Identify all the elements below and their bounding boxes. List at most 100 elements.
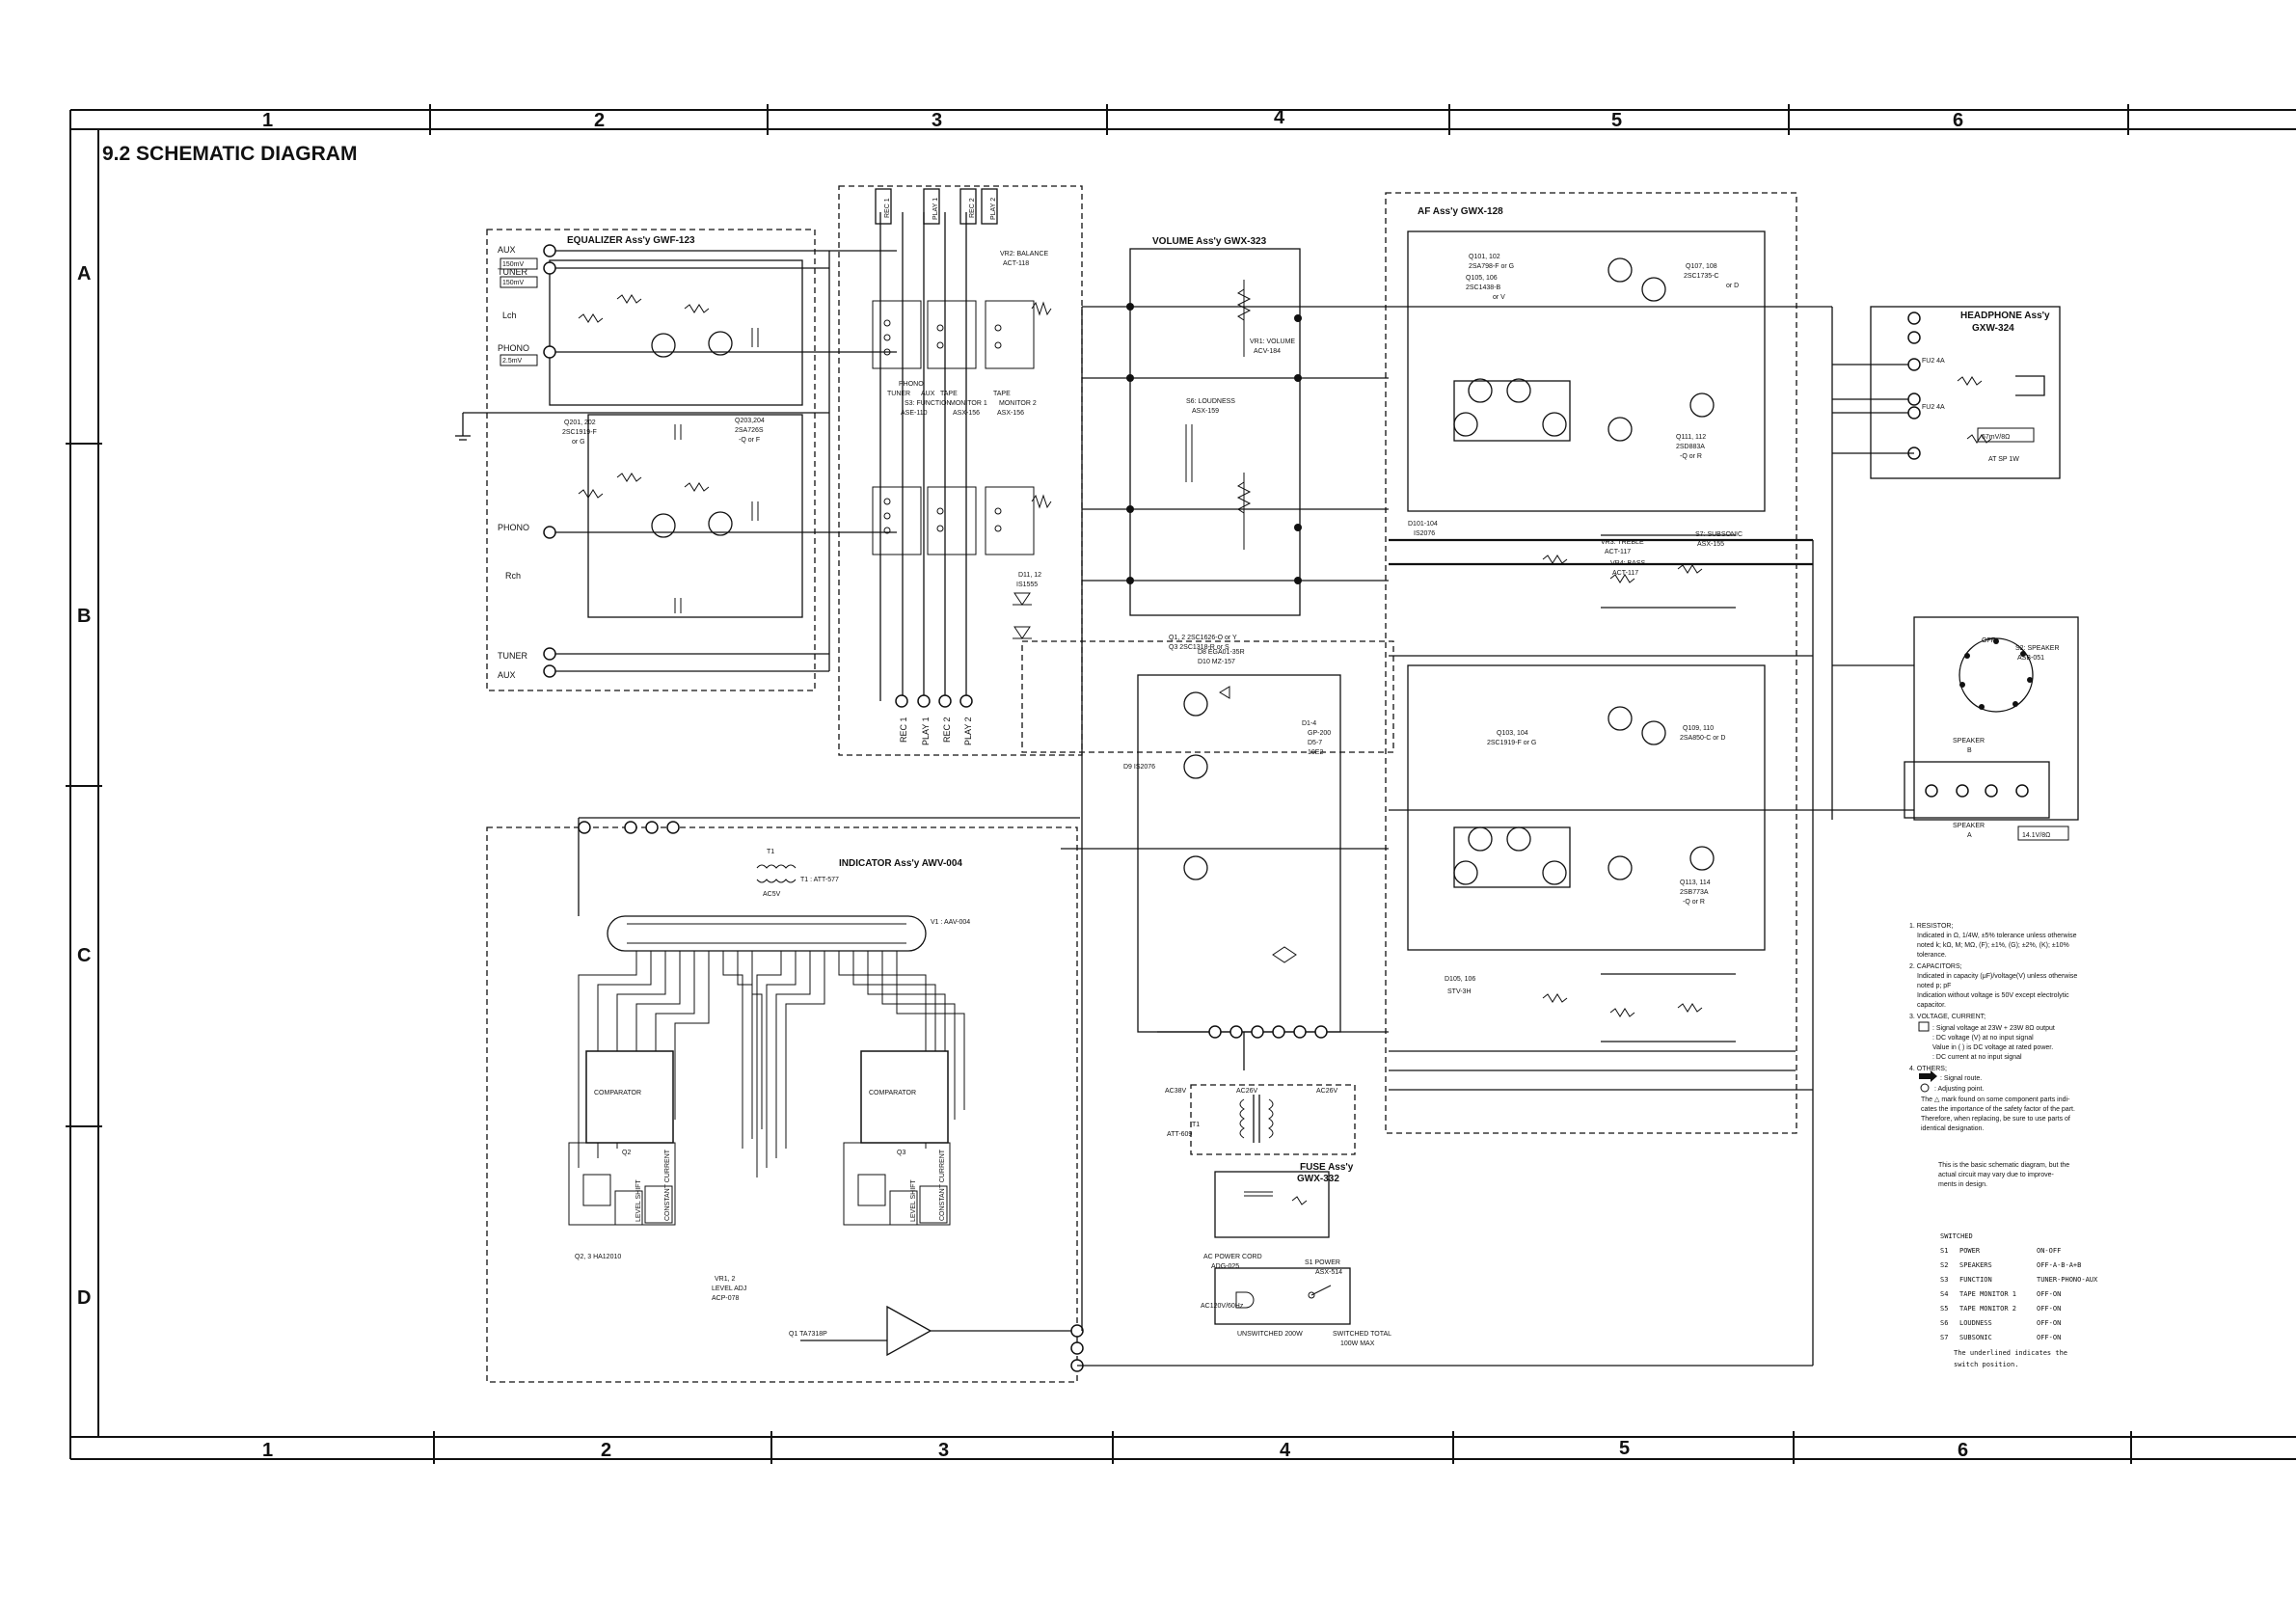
output-section xyxy=(1832,306,2079,821)
q201-label: Q201, 202 xyxy=(564,420,596,426)
note-3-c: Value in ( ) is DC voltage at rated powe… xyxy=(1932,1044,2053,1051)
col-label-top-1: 1 xyxy=(262,110,273,131)
col-label-bottom-4: 4 xyxy=(1280,1440,1291,1461)
level-adj-vr: VR1, 2 xyxy=(715,1276,736,1283)
input-rch: Rch xyxy=(505,571,521,581)
d8-label: D8 EGA01-35R xyxy=(1198,649,1245,656)
q113-type: 2SB773A xyxy=(1680,889,1709,896)
basic-note-c: ments in design. xyxy=(1938,1181,1987,1188)
switch-row-id: S2 xyxy=(1940,1261,1948,1269)
tape-play2-bottom: PLAY 2 xyxy=(963,717,973,745)
level-shift-left: LEVEL SHIFT xyxy=(635,1179,642,1222)
d11-label: D11, 12 xyxy=(1018,572,1041,579)
q105-label: Q105, 106 xyxy=(1466,275,1498,282)
indicator-title: INDICATOR Ass'y AWV-004 xyxy=(839,858,962,869)
loudness-label: S6: LOUDNESS xyxy=(1186,398,1235,405)
switched-label: SWITCHED TOTAL xyxy=(1333,1331,1391,1338)
switch-row-id: S4 xyxy=(1940,1290,1948,1298)
note-4-a: : Signal route. xyxy=(1940,1075,1982,1082)
switch-table-footer-a: The underlined indicates the xyxy=(1954,1349,2067,1357)
s5-part: ASX-156 xyxy=(997,410,1024,417)
s4-monitor-label: MONITOR 1 xyxy=(950,400,987,407)
s5-tape: TAPE xyxy=(993,391,1011,397)
switch-row-pos: OFF-ON xyxy=(2037,1334,2061,1341)
switch-row-name: FUNCTION xyxy=(1959,1276,1992,1284)
input-tuner-bottom: TUNER xyxy=(498,651,527,661)
row-label-b: B xyxy=(77,606,91,627)
note-4-f: identical designation. xyxy=(1921,1125,1984,1132)
unswitched-label: UNSWITCHED 200W xyxy=(1237,1331,1303,1338)
note-4-d: cates the importance of the safety facto… xyxy=(1921,1106,2075,1113)
basic-note-b: actual circuit may vary due to improve- xyxy=(1938,1172,2054,1178)
d11-type: IS1555 xyxy=(1016,582,1038,588)
speaker-switch-label: S2: SPEAKER xyxy=(2015,645,2060,652)
headphone-title: HEADPHONE Ass'y xyxy=(1960,311,2050,321)
volume-title: VOLUME Ass'y GWX-323 xyxy=(1152,236,1267,247)
fuse-title: FUSE Ass'y xyxy=(1300,1162,1354,1173)
bass-label: VR4: BASS xyxy=(1610,560,1646,567)
switch-row-name: LOUDNESS xyxy=(1959,1319,1992,1327)
signal-route-arrow-icon xyxy=(1919,1070,1937,1082)
note-1-title: 1. RESISTOR; xyxy=(1909,923,1953,930)
col-label-bottom-6: 6 xyxy=(1958,1440,1968,1461)
ac-cord-part: ADG-025 xyxy=(1211,1263,1239,1270)
col-label-top-5: 5 xyxy=(1611,110,1622,131)
note-1-c: tolerance. xyxy=(1917,952,1947,959)
s5-monitor-label: MONITOR 2 xyxy=(999,400,1037,407)
indicator-q3: Q3 xyxy=(897,1150,905,1156)
af-title: AF Ass'y GWX-128 xyxy=(1418,206,1503,217)
q201-type: 2SC1919-F xyxy=(562,429,597,436)
s4-part: ASX-156 xyxy=(953,410,980,417)
q109-label: Q109, 110 xyxy=(1683,725,1714,732)
switch-table: SWITCHED S1 POWER ON-OFF S2 SPEAKERS OFF… xyxy=(1940,1232,2098,1368)
switch-row-pos: OFF-ON xyxy=(2037,1290,2061,1298)
signal-voltage-symbol xyxy=(1918,1021,1930,1032)
d101-label: D101-104 xyxy=(1408,521,1438,528)
indicator-t1-part: T1 : ATT-577 xyxy=(800,877,839,883)
ac38v-label: AC38V xyxy=(1165,1088,1187,1095)
q3-label: Q3 2SC1318-R or S xyxy=(1169,644,1229,651)
col-label-bottom-3: 3 xyxy=(938,1440,949,1461)
s3-aux: AUX xyxy=(921,391,935,397)
note-4-c: The △ mark found on some component parts… xyxy=(1921,1096,2070,1103)
tape-jack-labels-top: REC 1 PLAY 1 REC 2 PLAY 2 xyxy=(884,198,997,220)
q111-label: Q111, 112 xyxy=(1676,434,1706,441)
q203-alt: -Q or F xyxy=(739,437,760,444)
s3-tuner: TUNER xyxy=(887,391,910,397)
interconnect-wiring xyxy=(828,251,1833,1367)
switch-row-pos: OFF-A-B-A+B xyxy=(2037,1261,2081,1269)
q203-type: 2SA726S xyxy=(735,427,764,434)
note-3-title: 3. VOLTAGE, CURRENT; xyxy=(1909,1014,1985,1020)
equalizer-title: EQUALIZER Ass'y GWF-123 xyxy=(567,235,695,246)
note-3-a: : Signal voltage at 23W + 23W 8Ω output xyxy=(1932,1025,2055,1032)
headphone-at-sp: AT SP 1W xyxy=(1988,456,2019,463)
equalizer-assembly xyxy=(455,229,829,691)
af-assembly xyxy=(1385,192,1832,1134)
input-lch: Lch xyxy=(502,311,517,320)
balance-part: ACT-118 xyxy=(1003,260,1029,267)
switched-max-label: 100W MAX xyxy=(1340,1340,1375,1347)
q203-label: Q203,204 xyxy=(735,418,765,424)
headphone-part: GXW-324 xyxy=(1972,323,2014,334)
col-label-bottom-1: 1 xyxy=(262,1440,273,1461)
d9-label: D9 IS2076 xyxy=(1123,764,1155,771)
q101-type: 2SA798-F or G xyxy=(1469,263,1514,270)
tape-rec2-bottom: REC 2 xyxy=(942,717,952,743)
note-1-b: noted k; kΩ, M; MΩ, (F); ±1%, (G); ±2%, … xyxy=(1917,942,2069,949)
switch-row-name: TAPE MONITOR 2 xyxy=(1959,1305,2016,1313)
col-label-top-6: 6 xyxy=(1953,110,1963,131)
input-aux-bottom: AUX xyxy=(498,670,516,680)
speaker-b-letter: B xyxy=(1967,747,1972,754)
switch-row-id: S7 xyxy=(1940,1334,1948,1341)
treble-part: ACT-117 xyxy=(1605,549,1631,555)
s3-function-label: S3: FUNCTION xyxy=(905,400,952,407)
note-2-d: capacitor. xyxy=(1917,1002,1946,1009)
note-2-b: noted p; pF xyxy=(1917,983,1951,989)
power-supply-section xyxy=(1021,640,1394,1325)
input-tuner-top-level: 150mV xyxy=(502,280,525,286)
subsonic-part: ASX-155 xyxy=(1697,541,1724,548)
q109-type: 2SA850-C or D xyxy=(1680,735,1725,742)
s3-phono: PHONO xyxy=(899,381,924,388)
switch-row-name: TAPE MONITOR 1 xyxy=(1959,1290,2016,1298)
indicator-q2: Q2 xyxy=(622,1150,631,1156)
